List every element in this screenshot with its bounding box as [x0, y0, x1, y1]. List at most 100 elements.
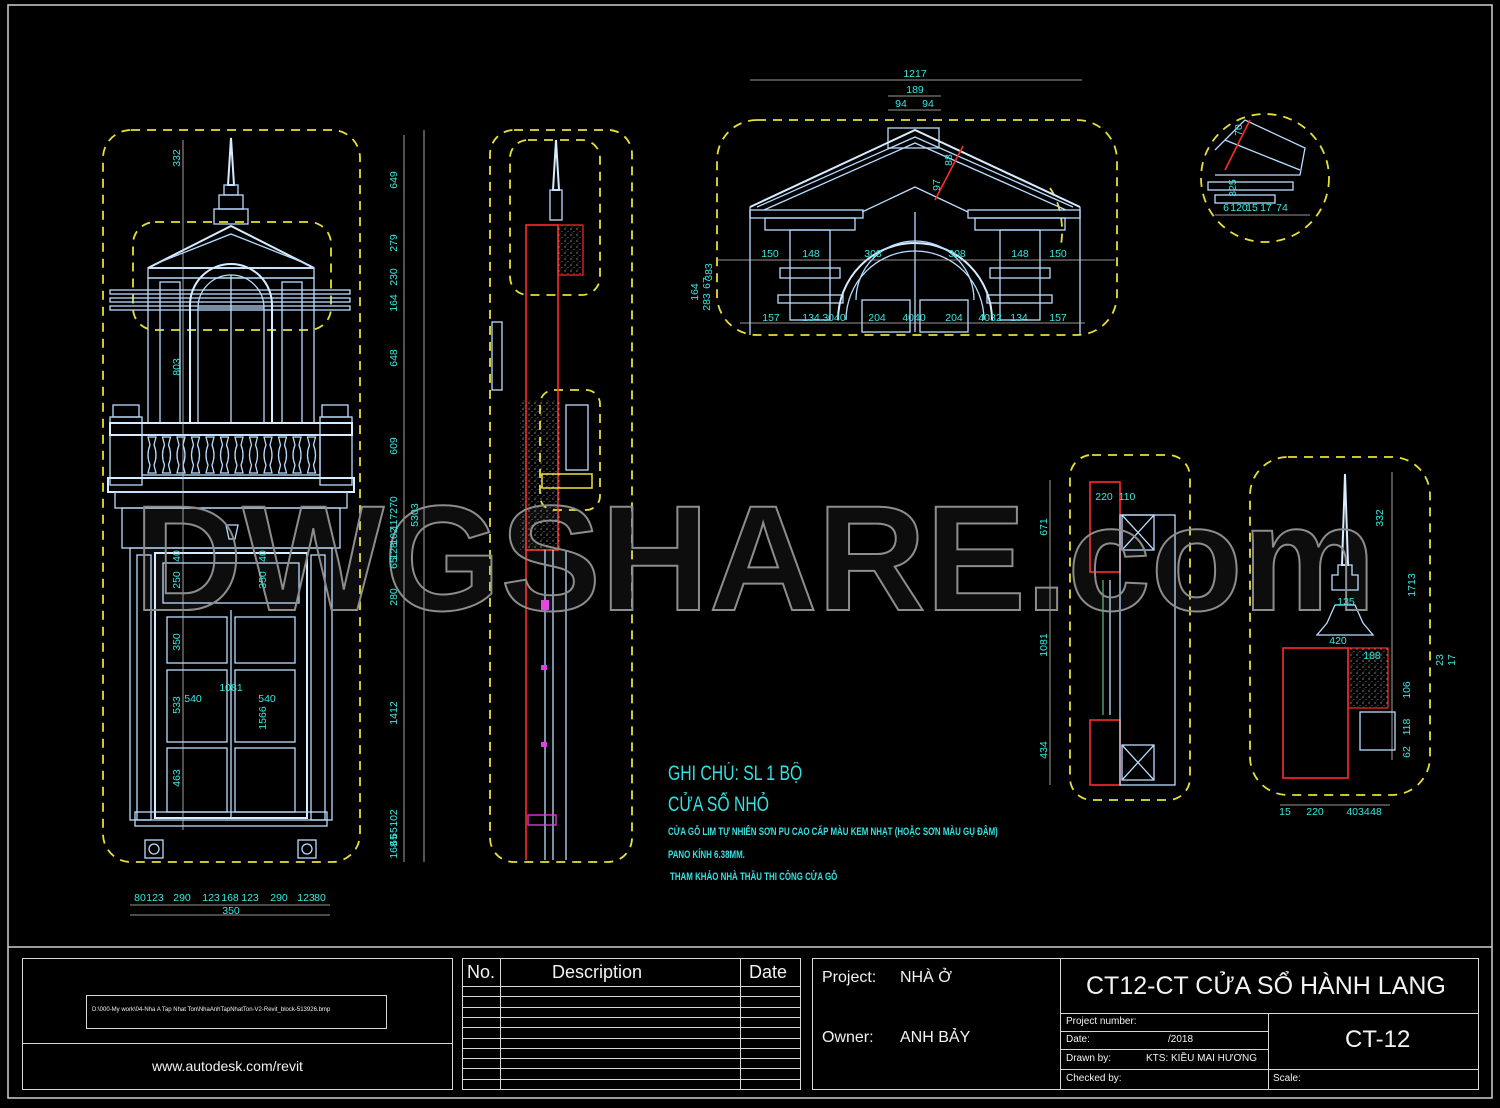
dimension-label: 70 [1233, 124, 1245, 136]
dimension-label: 80 [314, 892, 326, 904]
dimension-label: 4034 [1346, 806, 1370, 818]
dimension-label: 609 [388, 437, 400, 455]
window-front-elevation [102, 129, 425, 916]
notes-line-contractor: THAM KHẢO NHÀ THẦU THI CÔNG CỬA GỖ [670, 871, 838, 883]
revision-table [462, 958, 801, 1090]
divider [1268, 1013, 1269, 1090]
project-label: Project: [822, 969, 877, 986]
spire [226, 137, 236, 186]
dimension-label: 350 [171, 633, 183, 651]
dimension-label: 332 [171, 149, 183, 167]
baluster [147, 436, 157, 474]
dimension-label: 220 [1306, 806, 1324, 818]
divider [1060, 1031, 1268, 1032]
dimension-label: 1217 [903, 68, 927, 80]
dimension-label: 117 [388, 513, 400, 530]
detail-boundary [1249, 456, 1431, 796]
dimension-label: 150 [1049, 248, 1067, 260]
divider [1060, 958, 1061, 1090]
revision-row [462, 1016, 801, 1018]
baluster [306, 436, 317, 474]
dimension-label: 434 [1038, 741, 1050, 759]
detail-boundary [716, 119, 1118, 336]
dimension-label: 189 [906, 84, 924, 96]
dimension-label: 803 [171, 358, 183, 376]
revision-header-description: Description [552, 962, 643, 982]
dimension-label: 67 [701, 277, 713, 289]
drawn-by-value: KTS: KIỀU MAI HƯƠNG [1146, 1053, 1258, 1064]
revision-row [462, 1068, 801, 1070]
dimension-label: 250 [171, 571, 183, 589]
baluster [234, 436, 244, 474]
dimension-label: 65 [388, 827, 400, 839]
cornice-circle-detail [1200, 113, 1330, 243]
dimension-label: 188 [1363, 650, 1381, 662]
dimension-label: 1713 [1406, 573, 1418, 597]
dimension-label: 3040 [822, 312, 846, 324]
detail-boundary [102, 129, 361, 863]
dimension-label: 4032 [978, 312, 1002, 324]
notes-title-line1: GHI CHÚ: SL 1 BỘ [668, 762, 803, 785]
baluster [219, 436, 230, 474]
revision-row [462, 1047, 801, 1049]
dimension-label: 148 [1011, 248, 1029, 260]
dimension-label: 648 [388, 349, 400, 367]
title-block-logo-panel [22, 958, 453, 1090]
divider [1060, 1049, 1268, 1050]
dimension-label: 94 [895, 98, 907, 110]
baluster [248, 436, 259, 474]
balustrade-rail [109, 422, 353, 436]
sheet-number: CT-12 [1345, 1026, 1411, 1053]
baluster [263, 436, 273, 474]
scale-label: Scale: [1273, 1073, 1301, 1084]
window-jamb-detail [1049, 454, 1191, 801]
revision-row [462, 1037, 801, 1039]
dimension-label: 40 [171, 550, 183, 562]
sheet-title: CT12-CT CỬA SỔ HÀNH LANG [1086, 972, 1446, 1000]
divider [22, 1043, 453, 1044]
lower-window-frame [129, 547, 333, 821]
revision-header-no: No. [467, 962, 496, 982]
dimension-label: 5303 [409, 503, 421, 527]
revision-row [462, 1058, 801, 1060]
dimension-label: 540 [184, 693, 202, 705]
notes-line-glass: PANO KÍNH 6.38MM. [668, 849, 745, 861]
dimension-label: 168 [221, 892, 239, 904]
dimension-label: 110 [1119, 491, 1136, 503]
detail-boundary [132, 221, 332, 331]
dimension-label: 332 [1374, 509, 1386, 527]
column-divider [740, 958, 741, 1090]
dimension-label: 420 [1329, 635, 1347, 647]
file-path-text: D:\000-My work\04-Nha A Tap Nhat Ton\Nha… [92, 1007, 331, 1013]
dimension-label: 280 [388, 588, 400, 606]
project-number-label: Project number: [1066, 1016, 1137, 1027]
dimension-label: 6 [1223, 202, 1229, 214]
dimension-label: 120 [1230, 202, 1248, 214]
dimension-label: 128 [388, 542, 400, 560]
dimension-label: 204 [868, 312, 886, 324]
dimension-label: 308 [948, 248, 966, 260]
dimension-label: 164 [388, 294, 400, 312]
dimension-label: 15 [1246, 202, 1258, 214]
dimension-label: 1412 [388, 701, 400, 725]
dimension-label: 97 [931, 179, 943, 191]
detail-boundary [489, 129, 633, 863]
dimension-label: 290 [173, 892, 191, 904]
revision-row [462, 986, 801, 987]
dimension-label: 350 [257, 571, 269, 589]
dimension-label: 350 [222, 905, 240, 917]
watermark-logo: DWGSHARE.com [134, 474, 1376, 642]
dimension-label: 540 [258, 693, 276, 705]
detail-boundary [1200, 113, 1330, 243]
dimension-label: 1566 [257, 706, 269, 730]
dimension-label: 290 [270, 892, 288, 904]
dimension-label: 17 [1446, 654, 1458, 666]
dimension-label: 308 [864, 248, 882, 260]
dimension-label: 325 [1227, 179, 1239, 197]
dimension-label: 270 [388, 496, 400, 514]
dimension-label: 279 [388, 234, 400, 252]
dimension-label: 135 [1337, 596, 1355, 608]
dimension-label: 40 [257, 550, 269, 562]
owner-label: Owner: [822, 1029, 874, 1046]
divider [1060, 1069, 1479, 1070]
